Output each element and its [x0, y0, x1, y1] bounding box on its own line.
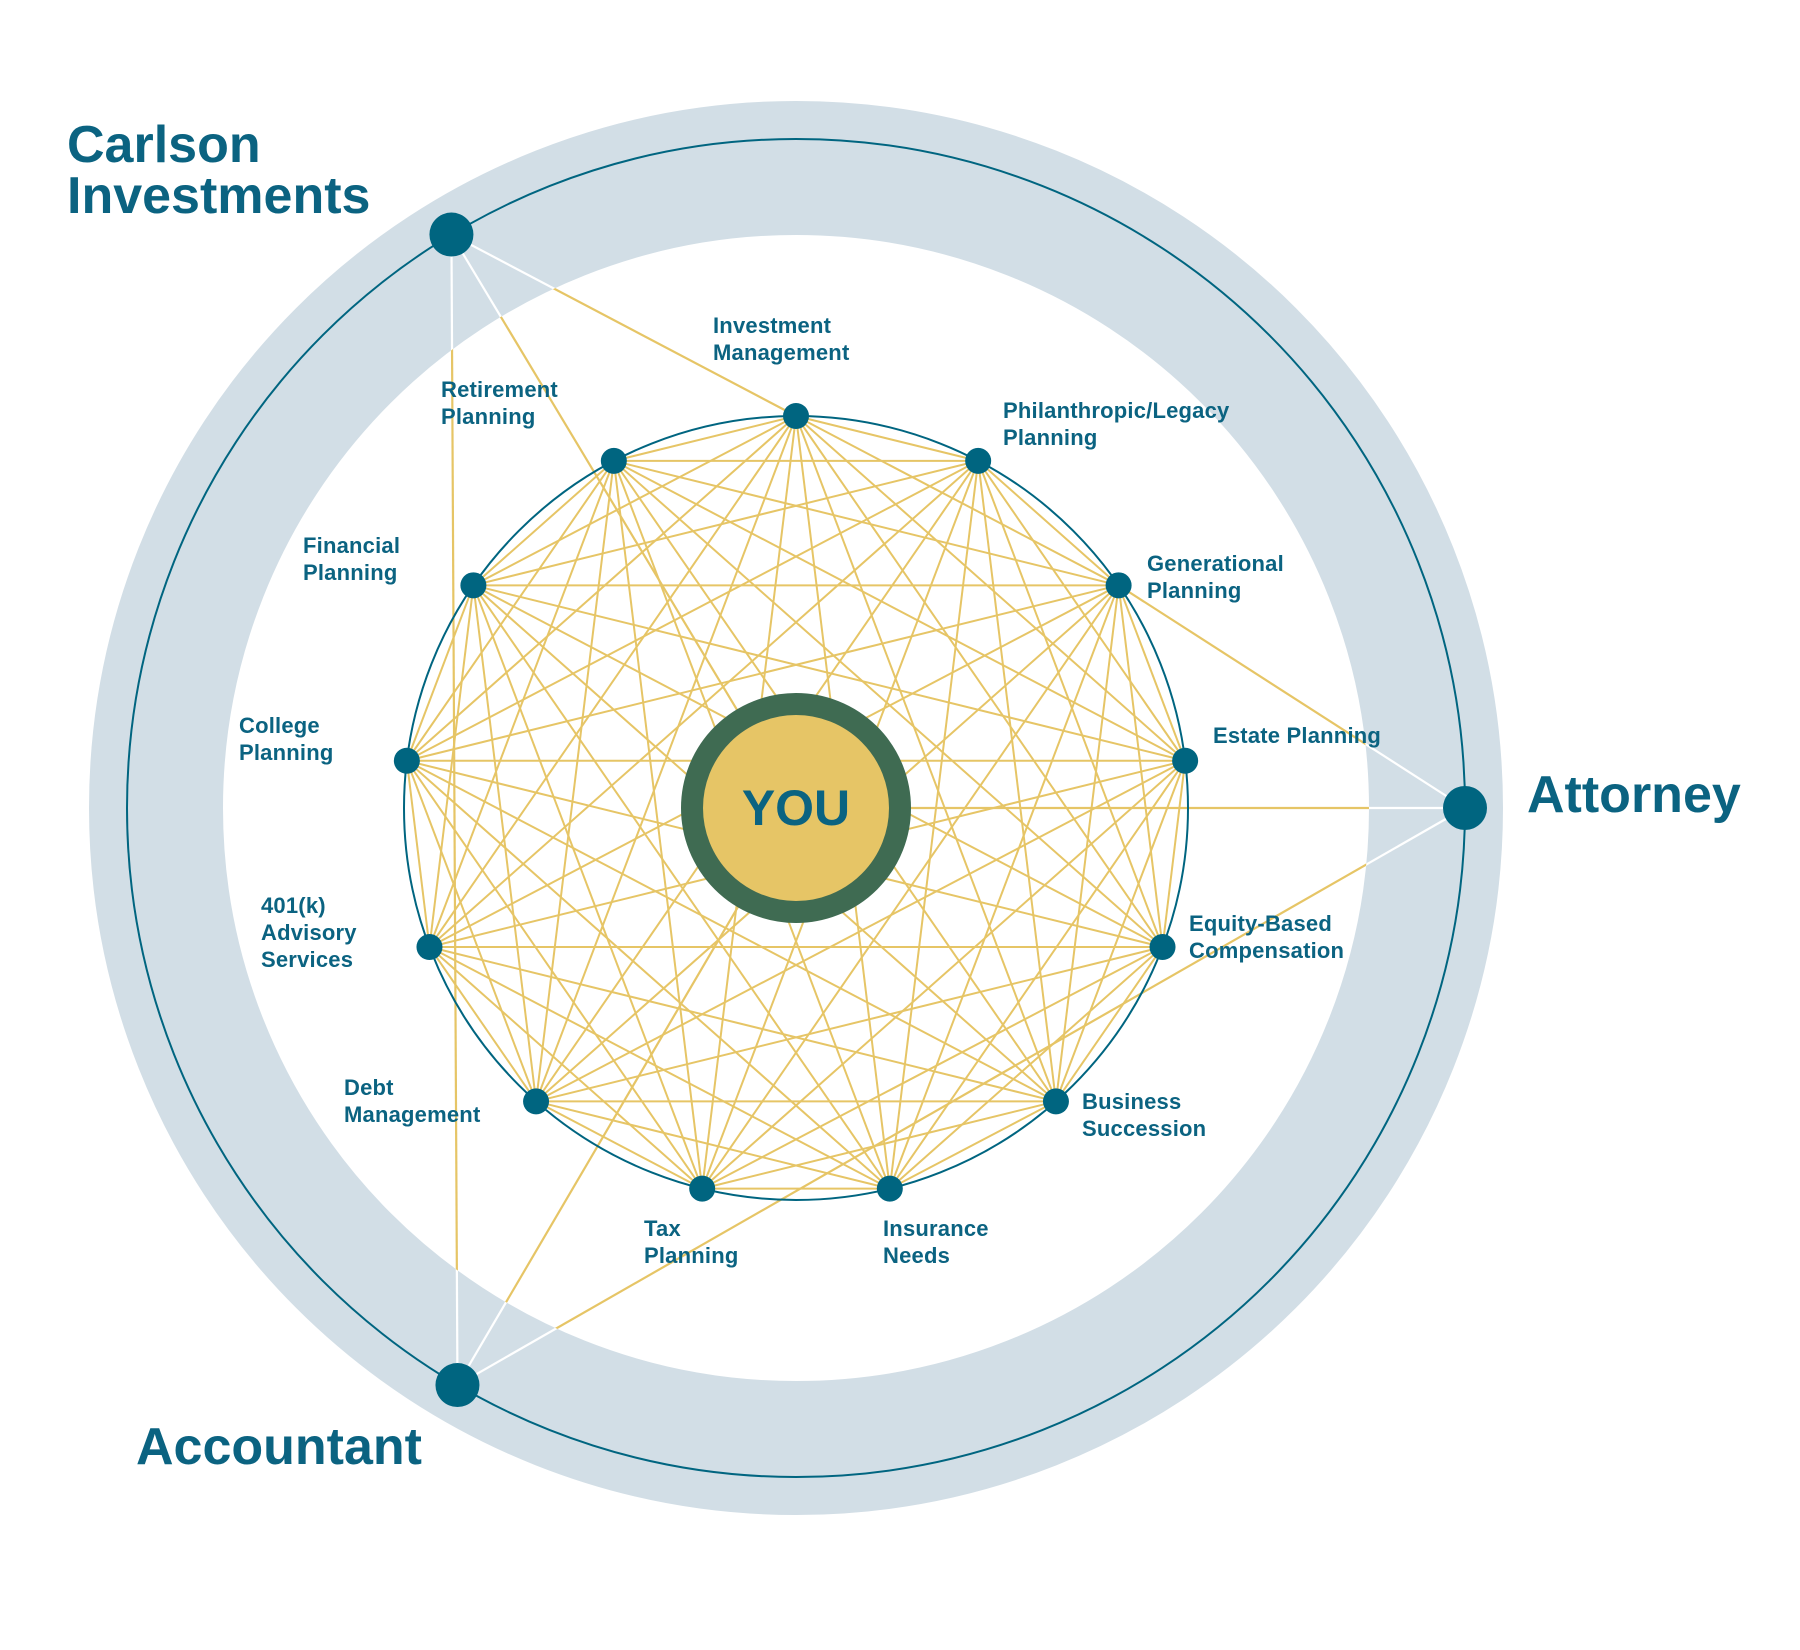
edge-investment-retirement: [613, 415, 797, 462]
node-retirement: [600, 447, 627, 474]
edge-business-tax: [701, 1100, 1057, 1190]
edge-generational-college: [406, 584, 1119, 762]
edge-philanthropic-estate: [977, 460, 1186, 762]
node-tax: [689, 1175, 716, 1202]
node-accountant: [435, 1363, 480, 1408]
edge-debt-retirement: [535, 460, 615, 1102]
label-attorney: Attorney: [1527, 766, 1741, 824]
connection-attorney-generational: [1118, 584, 1369, 809]
node-debt: [523, 1088, 550, 1115]
label-tax-planning: Tax Planning: [644, 1216, 739, 1268]
edge-k401-retirement: [428, 460, 615, 948]
edge-investment-college: [406, 415, 797, 762]
label-accountant: Accountant: [136, 1418, 422, 1476]
label-carlson-investments: Carlson Investments: [67, 116, 371, 225]
node-financial: [460, 572, 487, 599]
edge-debt-k401: [428, 946, 537, 1102]
label-business-succession: Business Succession: [1082, 1089, 1207, 1141]
center-label-you: YOU: [741, 780, 851, 836]
edge-equity-debt: [535, 946, 1163, 1103]
edge-estate-equity: [1161, 760, 1187, 948]
edge-philanthropic-business: [977, 460, 1057, 1102]
edge-generational-retirement: [613, 459, 1119, 587]
edge-estate-insurance: [888, 760, 1186, 1190]
edge-philanthropic-equity: [977, 460, 1164, 948]
edge-estate-retirement: [613, 460, 1186, 762]
node-equity: [1149, 934, 1176, 961]
edge-generational-tax: [701, 584, 1120, 1190]
edge-generational-insurance: [888, 584, 1120, 1189]
label-retirement-planning: Retirement Planning: [441, 377, 558, 429]
edge-debt-college: [405, 760, 537, 1102]
edge-debt-financial: [472, 585, 538, 1102]
edge-insurance-k401: [429, 946, 891, 1190]
service-edges: [405, 415, 1187, 1190]
edge-philanthropic-financial: [473, 459, 979, 587]
edge-equity-business: [1055, 946, 1164, 1102]
edge-college-financial: [405, 584, 475, 762]
edge-estate-debt: [535, 759, 1186, 1103]
label-college-planning: College Planning: [239, 713, 334, 765]
edge-philanthropic-k401: [428, 460, 979, 948]
edge-investment-estate: [795, 415, 1186, 762]
edge-generational-business: [1054, 585, 1120, 1102]
edge-investment-financial: [472, 415, 797, 587]
label-estate-planning: Estate Planning: [1213, 723, 1382, 748]
edge-generational-equity: [1117, 585, 1164, 948]
edge-insurance-financial: [472, 584, 891, 1190]
node-investment: [783, 403, 809, 429]
edge-investment-philanthropic: [795, 415, 979, 462]
edge-equity-tax: [701, 946, 1163, 1190]
node-college: [393, 747, 420, 774]
edge-tax-college: [406, 760, 704, 1190]
edge-investment-generational: [795, 415, 1120, 587]
edge-business-k401: [429, 946, 1057, 1103]
edge-tax-k401: [428, 946, 703, 1190]
label-financial-planning: Financial Planning: [303, 533, 401, 585]
node-generational: [1105, 572, 1132, 599]
edge-estate-business: [1055, 760, 1187, 1102]
edge-financial-retirement: [472, 460, 615, 587]
edge-business-insurance: [889, 1100, 1057, 1190]
edge-business-college: [406, 759, 1057, 1103]
node-business: [1042, 1088, 1069, 1115]
edge-investment-business: [795, 415, 1057, 1102]
edge-investment-equity: [795, 415, 1164, 948]
edge-tax-retirement: [612, 460, 704, 1189]
edge-philanthropic-insurance: [888, 460, 980, 1189]
node-carlson: [429, 212, 474, 257]
edge-insurance-college: [406, 760, 891, 1190]
edge-investment-debt: [535, 415, 797, 1102]
edge-philanthropic-generational: [977, 460, 1120, 587]
label-401k-advisory-services: 401(k) Advisory Services: [261, 893, 357, 972]
label-debt-management: Debt Management: [344, 1075, 481, 1127]
edge-generational-estate: [1117, 584, 1187, 762]
center-hub-you: [681, 693, 911, 923]
edge-estate-financial: [473, 584, 1186, 762]
edge-tax-financial: [472, 584, 704, 1189]
edge-investment-k401: [428, 415, 797, 948]
node-estate: [1172, 747, 1199, 774]
node-k401: [416, 934, 443, 961]
label-insurance-needs: Insurance Needs: [883, 1216, 989, 1268]
connection-carlson-accountant: [450, 235, 459, 1381]
node-insurance: [876, 1175, 903, 1202]
edge-college-retirement: [406, 460, 615, 762]
edge-estate-tax: [701, 760, 1186, 1190]
node-philanthropic: [965, 447, 992, 474]
edge-tax-debt: [535, 1100, 703, 1190]
edge-philanthropic-college: [406, 460, 979, 762]
edge-k401-college: [405, 760, 431, 948]
edge-k401-financial: [428, 585, 475, 948]
node-attorney: [1443, 786, 1487, 830]
label-generational-planning: Generational Planning: [1147, 551, 1284, 603]
edge-insurance-debt: [535, 1100, 891, 1190]
edge-equity-insurance: [889, 946, 1164, 1190]
edge-equity-retirement: [613, 460, 1164, 948]
label-philanthropic-legacy-planning: Philanthropic/Legacy Planning: [1003, 398, 1230, 450]
label-equity-based-compensation: Equity-Based Compensation: [1189, 911, 1345, 963]
label-investment-management: Investment Management: [713, 313, 850, 365]
connection-attorney-accountant: [456, 807, 1369, 1381]
